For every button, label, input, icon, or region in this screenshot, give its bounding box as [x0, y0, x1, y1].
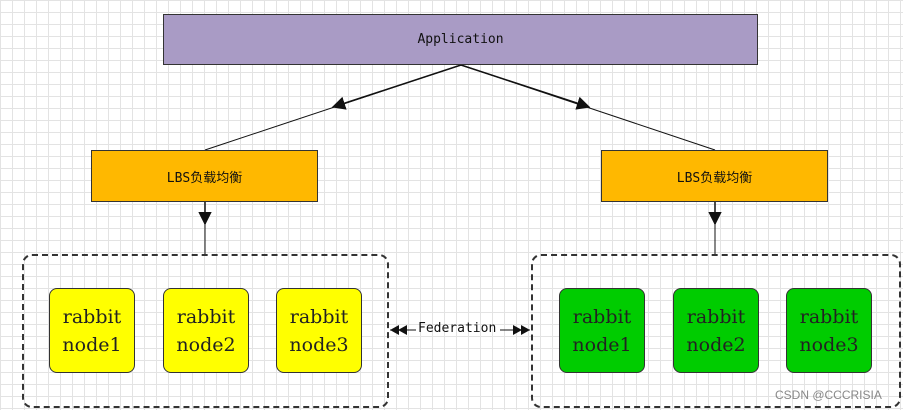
right-node-2: rabbit node2: [673, 288, 759, 373]
application-label: Application: [417, 32, 504, 47]
node-line1: rabbit: [572, 305, 632, 328]
node-line2: node2: [176, 333, 236, 356]
cropped-red-heading: [150, 0, 410, 4]
cluster-left: [22, 254, 389, 408]
federation-arrow-left: [390, 325, 407, 335]
left-node-1: rabbit node1: [49, 288, 135, 373]
node-line1: rabbit: [686, 305, 746, 328]
node-line2: node1: [62, 333, 122, 356]
cluster-right: [531, 254, 901, 408]
node-line2: node2: [686, 333, 746, 356]
right-node-3: rabbit node3: [786, 288, 872, 373]
node-line2: node1: [572, 333, 632, 356]
federation-label: Federation: [418, 321, 497, 336]
lbs-left-box: LBS负载均衡: [91, 150, 318, 202]
node-line2: node3: [289, 333, 349, 356]
lbs-left-label: LBS负载均衡: [166, 170, 243, 186]
node-line1: rabbit: [289, 305, 349, 328]
lbs-right-box: LBS负载均衡: [601, 150, 828, 202]
node-line1: rabbit: [176, 305, 236, 328]
node-line2: node3: [799, 333, 859, 356]
left-node-3: rabbit node3: [276, 288, 362, 373]
right-node-1: rabbit node1: [559, 288, 645, 373]
node-line1: rabbit: [62, 305, 122, 328]
left-node-2: rabbit node2: [163, 288, 249, 373]
federation-arrow-right: [513, 325, 530, 335]
application-box: Application: [163, 14, 758, 65]
app-to-lbs-right-line-tail: [460, 64, 591, 110]
app-to-lbs-left-line-tail: [331, 64, 462, 110]
node-line1: rabbit: [799, 305, 859, 328]
watermark: CSDN @CCCRISIA: [775, 388, 882, 402]
lbs-right-label: LBS负载均衡: [676, 170, 753, 186]
